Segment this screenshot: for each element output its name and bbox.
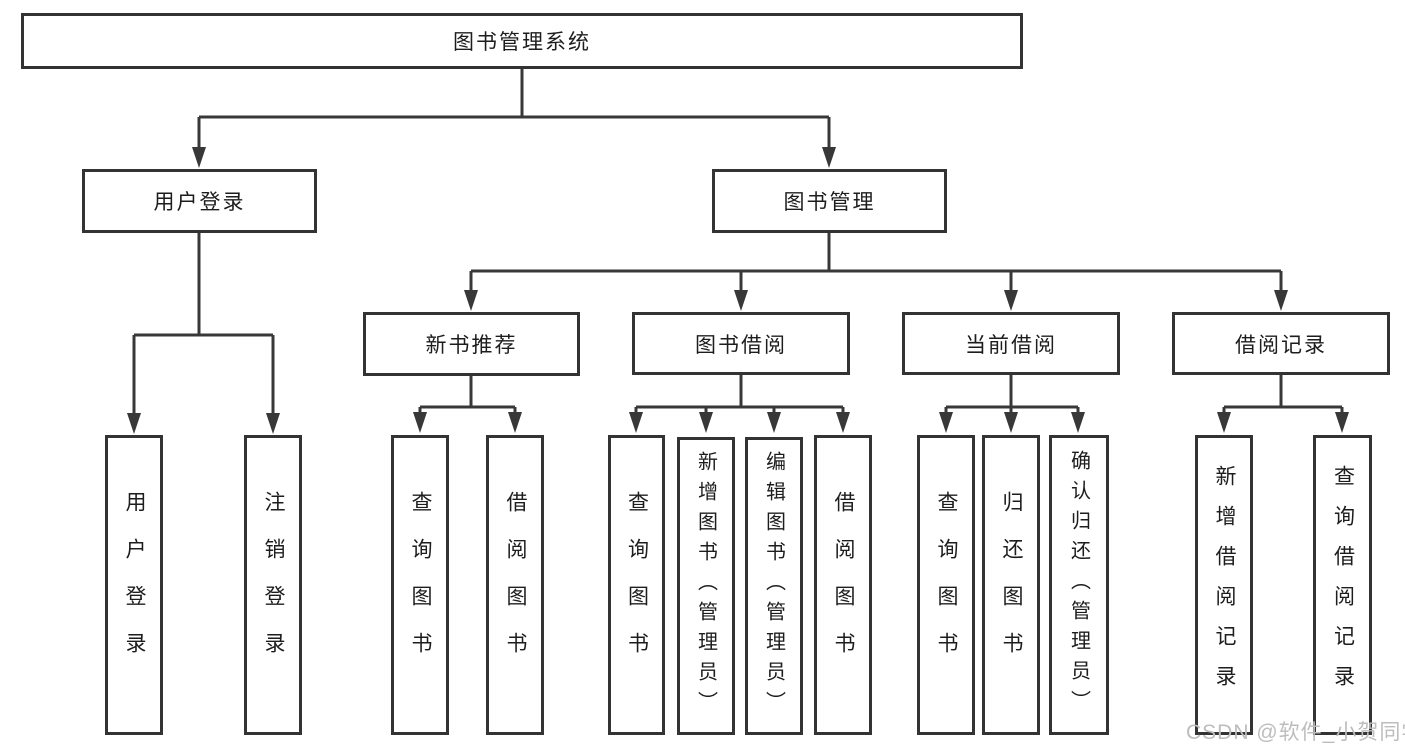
leaf-add-borrow-record: 新增借阅记录 [1195, 435, 1253, 735]
leaf-add-books-admin: 新增图书（管理员） [677, 437, 735, 735]
leaf-logout: 注销登录 [244, 435, 302, 735]
leaf-recommend-query-books: 查询图书 [391, 435, 449, 735]
node-borrow-records: 借阅记录 [1172, 312, 1390, 375]
leaf-confirm-return-admin: 确认归还（管理员） [1049, 435, 1109, 735]
leaf-edit-books-admin: 编辑图书（管理员） [745, 437, 803, 735]
node-current-borrow: 当前借阅 [902, 312, 1120, 375]
leaf-return-books: 归还图书 [982, 435, 1040, 735]
node-book-management: 图书管理 [712, 169, 947, 233]
leaf-borrow-query-books: 查询图书 [608, 435, 665, 735]
node-new-book-recommend: 新书推荐 [363, 312, 580, 376]
leaf-borrow-borrow-books: 借阅图书 [814, 435, 872, 735]
node-root-library-system: 图书管理系统 [21, 13, 1023, 69]
leaf-recommend-borrow-books: 借阅图书 [486, 435, 544, 735]
leaf-current-query-books: 查询图书 [917, 435, 975, 735]
connector-segments [132, 69, 1344, 416]
node-user-login: 用户登录 [82, 169, 317, 233]
arrowheads [127, 147, 1349, 434]
leaf-user-login: 用户登录 [105, 435, 163, 735]
node-book-borrow: 图书借阅 [632, 312, 850, 375]
leaf-query-borrow-record: 查询借阅记录 [1313, 435, 1372, 735]
